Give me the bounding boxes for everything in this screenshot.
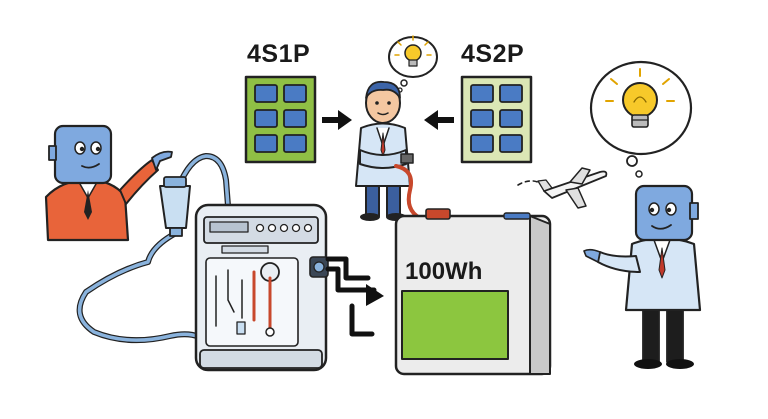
arrow-right-icon bbox=[322, 110, 352, 130]
pack-label-4s1p: 4S1P bbox=[247, 40, 311, 68]
robot-left bbox=[44, 124, 173, 242]
robot-right bbox=[583, 184, 702, 369]
thought-bubble-large bbox=[589, 60, 693, 178]
thought-bubble-small bbox=[388, 35, 438, 93]
lightbulb-icon bbox=[394, 35, 432, 67]
power-cable bbox=[76, 153, 231, 347]
battery-pack-4s1p bbox=[244, 75, 317, 164]
battery-pack-4s2p bbox=[460, 75, 533, 164]
pack-label-4s2p: 4S2P bbox=[461, 40, 525, 68]
airplane-icon bbox=[517, 167, 608, 209]
battery-100wh bbox=[394, 208, 552, 376]
charging-cables bbox=[325, 256, 377, 337]
power-plug bbox=[159, 176, 191, 237]
scientist-middle bbox=[355, 80, 422, 221]
arrow-left-icon bbox=[424, 110, 454, 130]
arrow-right-icon bbox=[366, 284, 384, 306]
battery-capacity-label: 100Wh bbox=[405, 258, 483, 285]
charging-machine bbox=[194, 203, 329, 372]
lightbulb-icon bbox=[605, 68, 675, 128]
